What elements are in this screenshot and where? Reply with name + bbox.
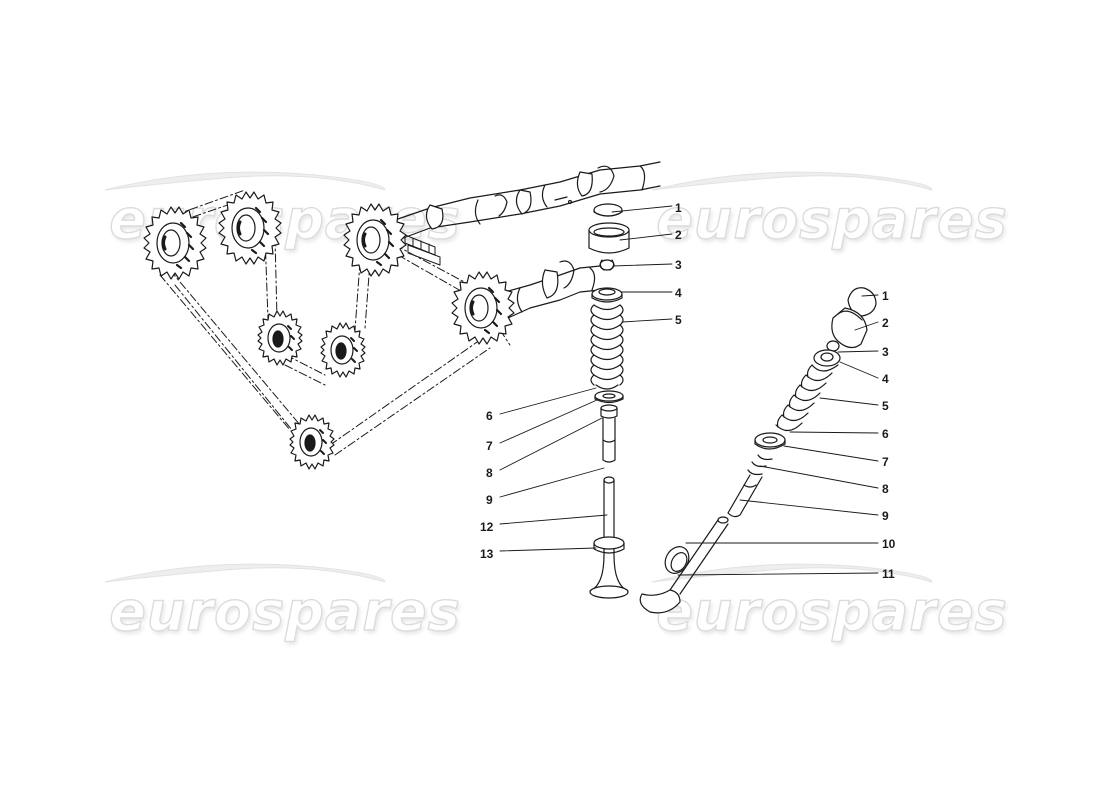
- left-callout-5[interactable]: 5: [675, 313, 682, 327]
- left-callout-4[interactable]: 4: [675, 286, 682, 300]
- right-callout-3[interactable]: 3: [882, 345, 889, 359]
- right-callout-2[interactable]: 2: [882, 316, 889, 330]
- left-callout-13[interactable]: 13: [480, 547, 494, 561]
- right-callout-5[interactable]: 5: [882, 399, 889, 413]
- right-callout-4[interactable]: 4: [882, 372, 889, 386]
- left-callout-12[interactable]: 12: [480, 520, 494, 534]
- right-callout-11[interactable]: 11: [882, 567, 895, 581]
- chain-links: [404, 234, 441, 266]
- upper-camshaft: [394, 161, 661, 241]
- right-callout-8[interactable]: 8: [882, 482, 889, 496]
- sprocket-lower-cam: [450, 270, 516, 346]
- right-callout-9[interactable]: 9: [882, 509, 889, 523]
- left-callout-6[interactable]: 6: [486, 409, 493, 423]
- left-callout-2[interactable]: 2: [675, 228, 682, 242]
- left-leader-lines: [499, 205, 673, 552]
- sprocket-left: [142, 205, 208, 281]
- lower-camshaft: [504, 260, 601, 319]
- left-callout-7[interactable]: 7: [486, 439, 493, 453]
- right-leader-lines: [677, 294, 879, 576]
- left-callout-1[interactable]: 1: [675, 201, 682, 215]
- sprocket-idler-1: [257, 310, 303, 366]
- sprocket-upper-cam: [342, 202, 408, 278]
- right-callout-1[interactable]: 1: [882, 289, 889, 303]
- right-callout-10[interactable]: 10: [882, 537, 896, 551]
- right-callout-6[interactable]: 6: [882, 427, 889, 441]
- left-valve-assembly: [588, 203, 630, 599]
- left-callout-8[interactable]: 8: [486, 466, 493, 480]
- left-callout-9[interactable]: 9: [486, 493, 493, 507]
- sprocket-upper-middle: [217, 190, 283, 266]
- sprocket-crank: [289, 414, 335, 470]
- right-callout-7[interactable]: 7: [882, 455, 889, 469]
- sprocket-idler-2: [320, 322, 366, 378]
- right-valve-assembly: [639, 287, 877, 614]
- left-callout-3[interactable]: 3: [675, 258, 682, 272]
